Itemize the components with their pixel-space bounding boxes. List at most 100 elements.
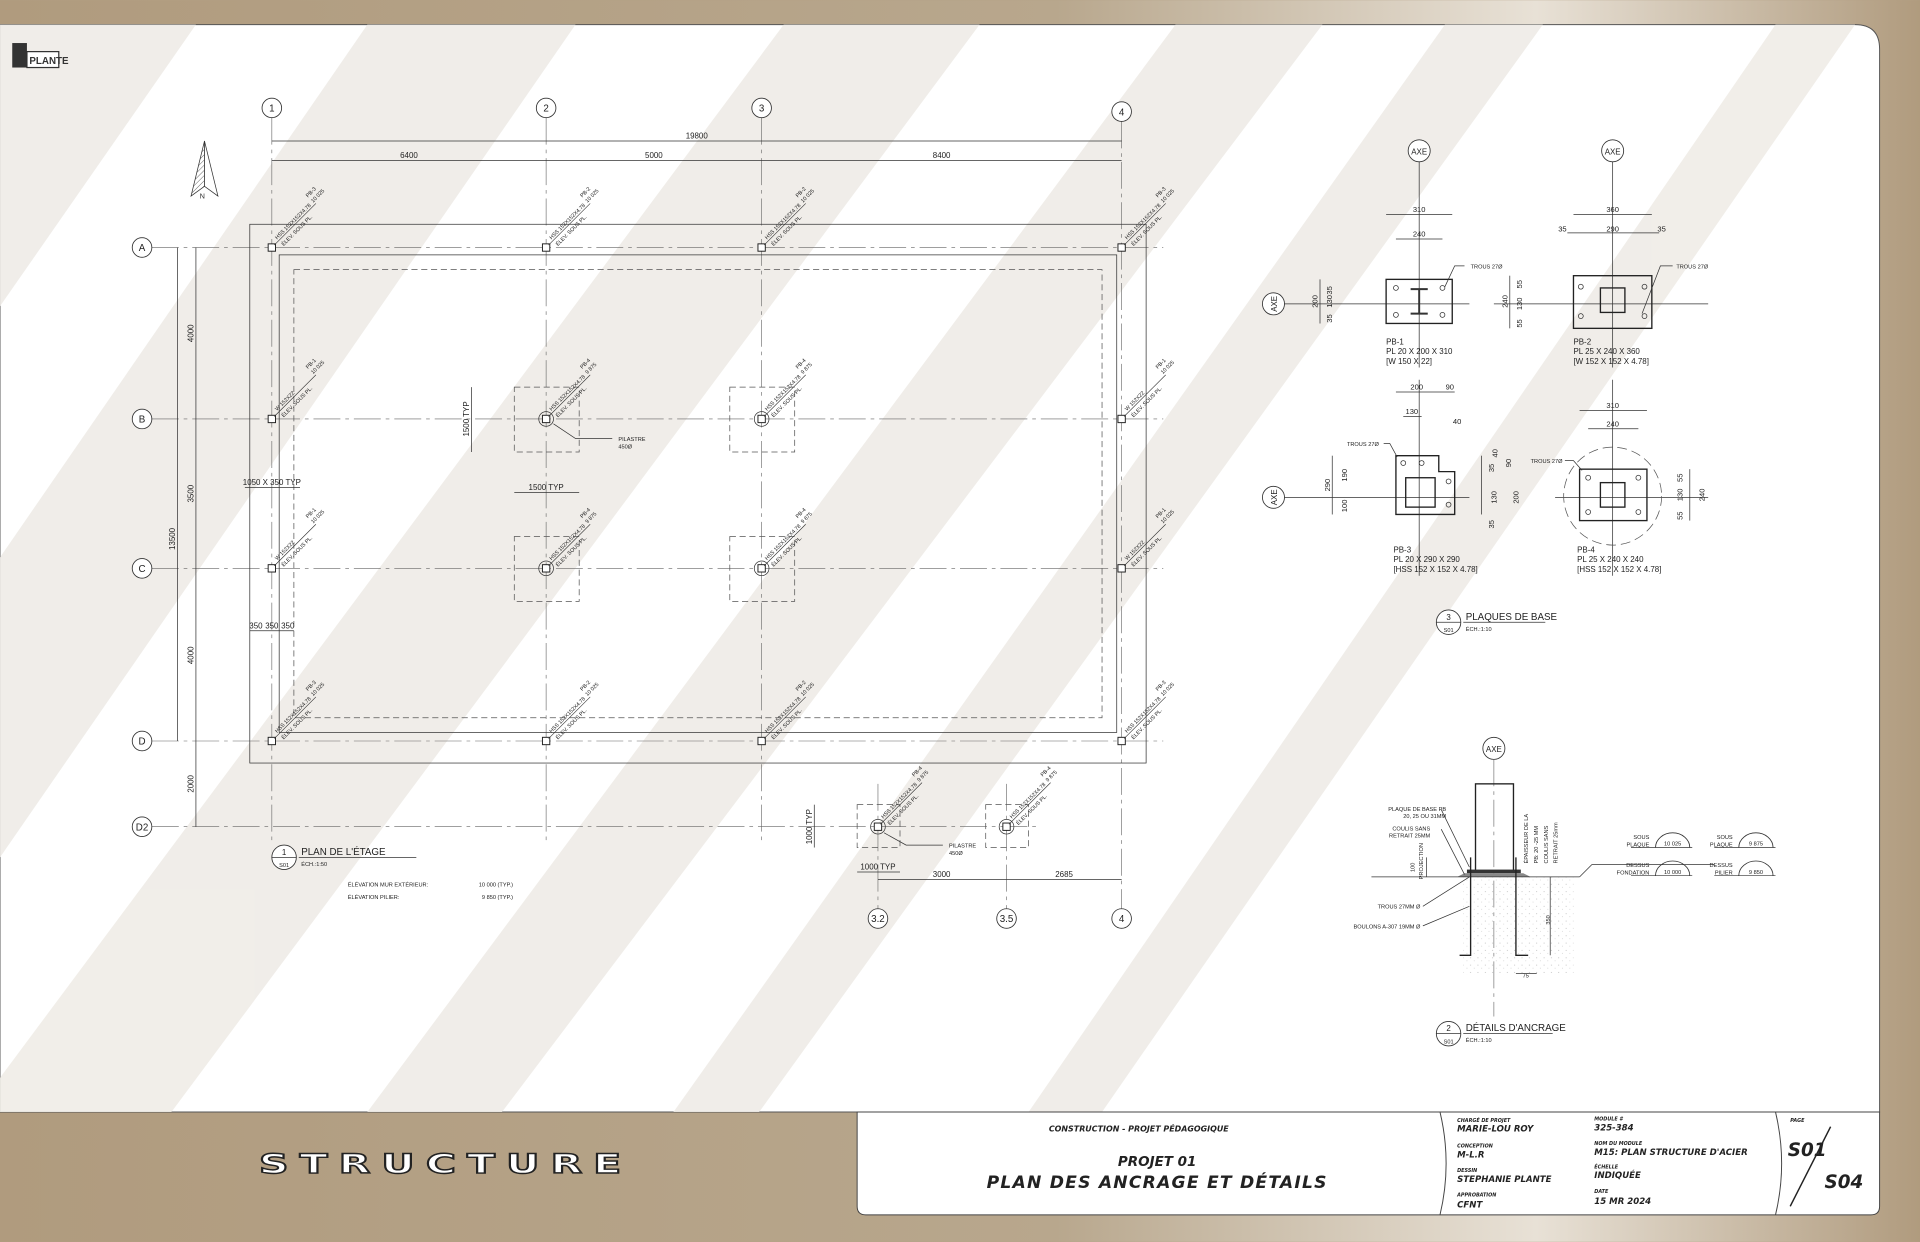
pb3-caption: PB-3PL 20 X 290 X 290[HSS 152 X 152 X 4.… bbox=[1393, 545, 1477, 574]
svg-text:MODULE #: MODULE # bbox=[1594, 1117, 1623, 1123]
pb2-caption: PB-2PL 25 X 240 X 360[W 152 X 152 X 4.78… bbox=[1573, 337, 1648, 366]
svg-text:AXE: AXE bbox=[1270, 489, 1279, 505]
grid-bubble-3: 3 bbox=[751, 97, 772, 119]
plante-logo: PLANTE bbox=[12, 43, 69, 69]
svg-text:2: 2 bbox=[543, 104, 548, 115]
grid-bubble-A: A bbox=[131, 237, 153, 258]
program-label: CONSTRUCTION - PROJET PÉDAGOGIQUE bbox=[1049, 1123, 1229, 1134]
module-name: M15: PLAN STRUCTURE D'ACIER bbox=[1594, 1148, 1747, 1158]
plate-dimension: 240 bbox=[1500, 295, 1509, 308]
plate-dimension: 240 bbox=[1413, 230, 1426, 239]
plate-dimension: 190 bbox=[1340, 469, 1349, 482]
design-by: M-L.R bbox=[1457, 1150, 1484, 1160]
plate-dimension: 130 bbox=[1675, 489, 1684, 502]
svg-text:DESSIN: DESSIN bbox=[1457, 1168, 1477, 1174]
title-block: CONSTRUCTION - PROJET PÉDAGOGIQUE PROJET… bbox=[856, 1111, 1881, 1216]
north-label: N bbox=[200, 192, 205, 201]
grid-bubble-4: 4 bbox=[1111, 101, 1132, 122]
axe-bubbles: AXE AXE AXE AXE bbox=[1262, 139, 1625, 509]
scale: INDIQUÉE bbox=[1594, 1169, 1641, 1181]
column-marker bbox=[267, 564, 276, 573]
grid-bubble-C: C bbox=[131, 558, 153, 579]
svg-text:PB-4: PB-4 bbox=[1577, 545, 1595, 554]
anchor-detail: AXE PLAQUE DE BASE PB 20, 25 OU 31MM COU… bbox=[1354, 736, 1776, 1047]
note-1050-typ: 1050 X 350 TYP bbox=[243, 478, 301, 487]
callout-bolts: BOULONS A-307 19MM Ø bbox=[1354, 924, 1422, 930]
note-1500-typ-horizontal: 1500 TYP bbox=[529, 483, 564, 492]
plate-dimension: 35 bbox=[1325, 314, 1334, 322]
plate-dimension: 240 bbox=[1697, 489, 1706, 502]
svg-text:PL 25 X 240 X 360: PL 25 X 240 X 360 bbox=[1573, 347, 1640, 356]
label-plate-thickness-1: ÉPAISSEUR DE LA bbox=[1523, 814, 1530, 864]
note-1000-typ-vertical: 1000 TYP bbox=[805, 809, 814, 844]
column-marker bbox=[267, 736, 276, 746]
plate-dimension: 35 bbox=[1487, 464, 1496, 472]
column-marker bbox=[541, 564, 551, 573]
dim-3500: 3500 bbox=[186, 484, 195, 502]
svg-text:DÉTAILS D'ANCRAGE: DÉTAILS D'ANCRAGE bbox=[1466, 1023, 1567, 1034]
grid-bubble-4-bottom: 4 bbox=[1111, 908, 1132, 929]
dim-4000b: 4000 bbox=[186, 646, 195, 664]
pb1-caption: PB-1PL 20 X 200 X 310[W 150 X 22] bbox=[1386, 337, 1453, 366]
structure-band-label: STRUCTURE bbox=[259, 1149, 632, 1180]
plate-dimension: 55 bbox=[1515, 319, 1524, 327]
svg-text:D: D bbox=[139, 737, 146, 748]
svg-text:AXE: AXE bbox=[1270, 296, 1279, 312]
svg-text:3.2: 3.2 bbox=[871, 914, 885, 925]
label-grout-2: RETRAIT 25mm bbox=[1554, 822, 1560, 863]
pilastre-diameter-2: 450Ø bbox=[949, 851, 963, 857]
plate-dimension: 310 bbox=[1413, 205, 1426, 214]
column-marker bbox=[757, 243, 766, 252]
svg-text:3.5: 3.5 bbox=[1000, 914, 1014, 925]
plate-dimension: 290 bbox=[1323, 479, 1332, 492]
project-name: PROJET 01 bbox=[1118, 1155, 1196, 1170]
callout-plate-1: PLAQUE DE BASE PB bbox=[1388, 807, 1446, 813]
grid-bubble-3-2: 3.2 bbox=[867, 908, 889, 929]
module-number: 325-384 bbox=[1594, 1123, 1633, 1133]
svg-text:FONDATION: FONDATION bbox=[1617, 870, 1650, 876]
plate-dimension: 40 bbox=[1453, 417, 1461, 426]
plate-dimension: 40 bbox=[1491, 449, 1500, 457]
grid-bubble-2: 2 bbox=[535, 97, 557, 119]
dim-6400: 6400 bbox=[400, 151, 418, 160]
elevation-value: 9 850 bbox=[1749, 870, 1763, 876]
column-marker bbox=[757, 564, 766, 573]
plate-dimension: 310 bbox=[1606, 401, 1619, 410]
svg-text:AXE: AXE bbox=[1411, 147, 1427, 156]
page-total: S04 bbox=[1824, 1172, 1863, 1193]
callout-holes: TROUS 27MM Ø bbox=[1378, 905, 1421, 911]
svg-text:PL 20 X 290 X 290: PL 20 X 290 X 290 bbox=[1393, 555, 1460, 564]
plate-dimension: 130 bbox=[1325, 295, 1334, 308]
svg-text:PB-2: PB-2 bbox=[1573, 337, 1591, 346]
elevation-value: 9 875 bbox=[1749, 842, 1763, 848]
column-marker bbox=[1002, 822, 1011, 831]
elevation-wall-label: ÉLÉVATION MUR EXTÉRIEUR: bbox=[348, 882, 429, 889]
svg-text:ÉCH.:1:10: ÉCH.:1:10 bbox=[1466, 626, 1492, 633]
svg-text:4: 4 bbox=[1119, 107, 1125, 118]
grid-bubble-D2: D2 bbox=[131, 816, 153, 837]
plate-dimension: 35 bbox=[1558, 225, 1566, 234]
grid-bubble-D: D bbox=[131, 730, 153, 752]
dim-projection-100: 100 bbox=[1410, 863, 1416, 872]
grid-bubble-3-5: 3.5 bbox=[996, 908, 1017, 929]
svg-text:PL 25 X 240 X 240: PL 25 X 240 X 240 bbox=[1577, 555, 1644, 564]
label-grout-1: COULIS SANS bbox=[1544, 825, 1550, 863]
svg-text:S01: S01 bbox=[1444, 628, 1454, 634]
svg-text:CHARGÉ DE PROJET: CHARGÉ DE PROJET bbox=[1457, 1116, 1511, 1124]
pilastre-diameter: 450Ø bbox=[618, 444, 632, 450]
column-marker bbox=[757, 736, 766, 746]
page-number: S01 bbox=[1788, 1140, 1827, 1161]
plate-dimension: 130 bbox=[1489, 491, 1498, 504]
plate-dimension: 55 bbox=[1675, 474, 1684, 482]
svg-text:A: A bbox=[139, 243, 146, 254]
svg-text:1: 1 bbox=[282, 848, 287, 857]
elevation-pillar-label: ÉLÉVATION PILIER: bbox=[348, 894, 400, 901]
plate-dimension: 35 bbox=[1325, 286, 1334, 294]
dim-350-c: 350 bbox=[281, 621, 295, 630]
dim-4000a: 4000 bbox=[186, 324, 195, 342]
note-1000-typ-horizontal: 1000 TYP bbox=[860, 863, 895, 872]
column-marker bbox=[873, 822, 883, 831]
svg-text:2: 2 bbox=[1446, 1024, 1451, 1033]
